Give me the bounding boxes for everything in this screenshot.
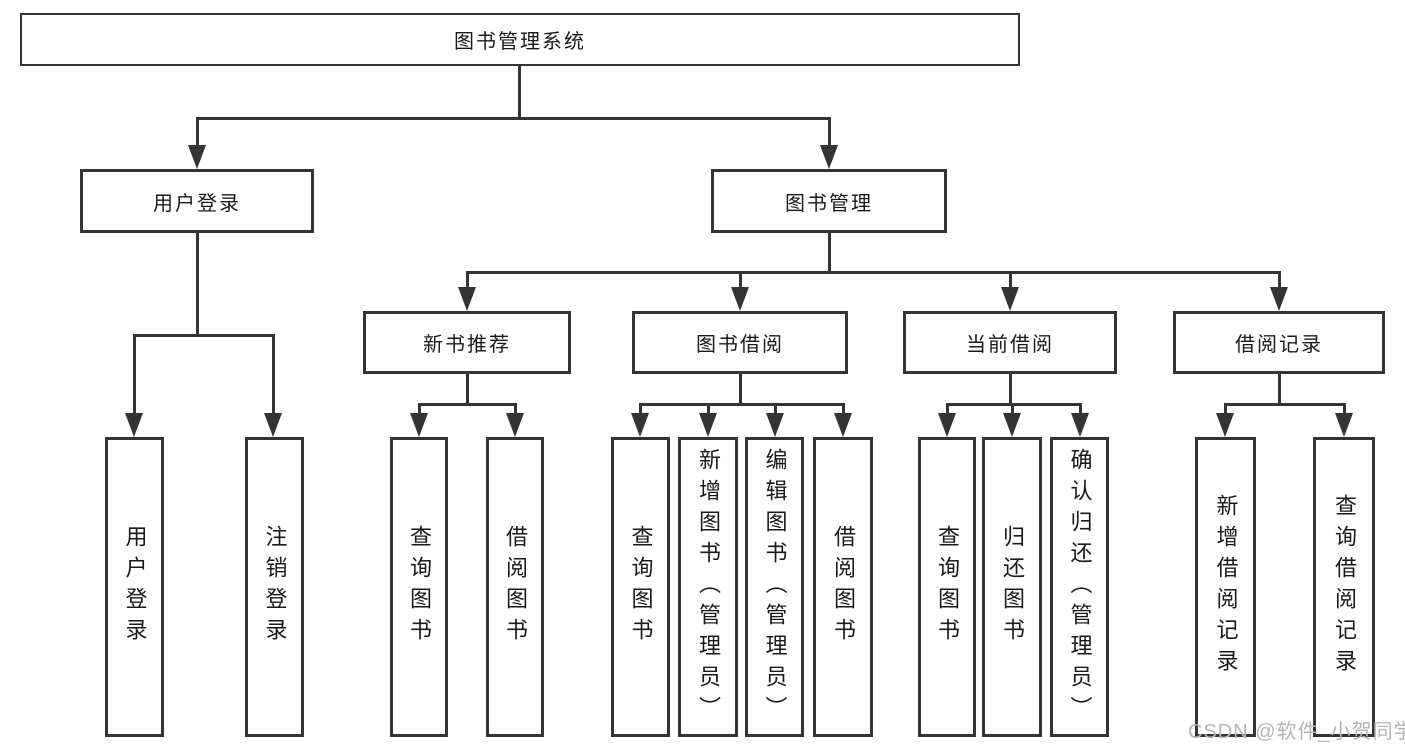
connector-vline [1011,403,1014,415]
connector-vline [739,271,742,289]
connector-vline [1079,403,1082,415]
arrow-down-icon [506,413,524,437]
leaf-label: 查询图书 [407,525,432,649]
leaf-edit-books-admin: 编辑图书（管理员） [745,437,804,737]
node-borrowing-records: 借阅记录 [1173,311,1385,374]
node-label: 图书管理系统 [454,31,586,53]
node-new-book-recommendation: 新书推荐 [363,311,571,374]
connector-hline [466,271,1280,274]
leaf-borrow-books-recommend: 借阅图书 [486,437,544,737]
leaf-label: 注销登录 [262,525,288,649]
connector-vline [946,403,949,415]
leaf-label: 借阅图书 [831,525,856,649]
leaf-label: 归还图书 [1000,525,1025,649]
arrow-down-icon [834,413,852,437]
connector-vline [1009,271,1012,289]
connector-hline [1224,403,1345,406]
node-label: 借阅记录 [1235,334,1323,356]
connector-vline [1343,403,1346,415]
leaf-label: 编辑图书（管理员） [762,447,788,727]
connector-vline [707,403,710,415]
csdn-watermark: CSDN @软件_小贺同学 [1188,721,1405,743]
connector-vline [196,117,199,147]
leaf-label: 新增图书（管理员） [696,447,721,727]
node-label: 新书推荐 [423,334,511,356]
connector-vline [774,403,777,415]
connector-vline [514,403,517,415]
arrow-down-icon [264,413,282,437]
connector-vline [739,374,742,406]
connector-vline [418,403,421,415]
arrow-down-icon [1335,413,1353,437]
arrow-down-icon [699,413,717,437]
leaf-return-books: 归还图书 [982,437,1042,737]
node-label: 用户登录 [153,192,241,215]
arrow-down-icon [731,287,749,311]
arrow-down-icon [631,413,649,437]
node-book-management: 图书管理 [711,169,947,233]
connector-hline [418,403,517,406]
node-user-login: 用户登录 [80,169,314,233]
arrow-down-icon [1270,287,1288,311]
leaf-logout-login: 注销登录 [245,437,304,737]
node-current-borrowing: 当前借阅 [903,311,1117,374]
node-label: 当前借阅 [966,334,1054,356]
connector-vline [1278,271,1281,289]
leaf-label: 确认归还（管理员） [1067,447,1093,727]
leaf-query-books-current: 查询图书 [918,437,976,737]
leaf-label: 借阅图书 [503,525,528,649]
leaf-borrow-books-borrowing: 借阅图书 [813,437,873,737]
node-book-borrowing: 图书借阅 [632,311,848,374]
leaf-query-books-recommend: 查询图书 [390,437,448,737]
connector-vline [1224,403,1227,415]
connector-vline [518,66,521,118]
arrow-down-icon [1003,413,1021,437]
connector-hline [639,403,844,406]
leaf-confirm-return-admin: 确认归还（管理员） [1050,437,1109,737]
connector-vline [639,403,642,415]
arrow-down-icon [125,413,143,437]
leaf-label: 新增借阅记录 [1213,494,1239,680]
leaf-add-books-admin: 新增图书（管理员） [678,437,738,737]
node-label: 图书管理 [785,192,873,215]
leaf-add-borrow-record: 新增借阅记录 [1195,437,1256,737]
leaf-label: 查询图书 [935,525,960,649]
connector-vline [466,271,469,289]
leaf-label: 查询图书 [628,525,654,649]
leaf-label: 查询借阅记录 [1332,494,1357,680]
connector-vline [842,403,845,415]
arrow-down-icon [766,413,784,437]
arrow-down-icon [188,145,206,169]
leaf-query-books-borrowing: 查询图书 [611,437,670,737]
connector-vline [828,117,831,147]
connector-vline [828,233,831,274]
connector-vline [1009,374,1012,406]
arrow-down-icon [410,413,428,437]
arrow-down-icon [820,145,838,169]
leaf-query-borrow-record: 查询借阅记录 [1313,437,1375,737]
connector-vline [133,334,136,415]
arrow-down-icon [1001,287,1019,311]
leaf-user-login: 用户登录 [105,437,164,737]
leaf-label: 用户登录 [122,525,148,649]
connector-vline [196,233,199,336]
connector-vline [272,334,275,415]
arrow-down-icon [1216,413,1234,437]
node-library-management-system: 图书管理系统 [20,13,1020,66]
connector-vline [466,374,469,406]
connector-vline [1278,374,1281,406]
node-label: 图书借阅 [696,334,784,356]
arrow-down-icon [1071,413,1089,437]
connector-hline [196,117,831,120]
arrow-down-icon [938,413,956,437]
connector-hline [133,334,275,337]
arrow-down-icon [458,287,476,311]
